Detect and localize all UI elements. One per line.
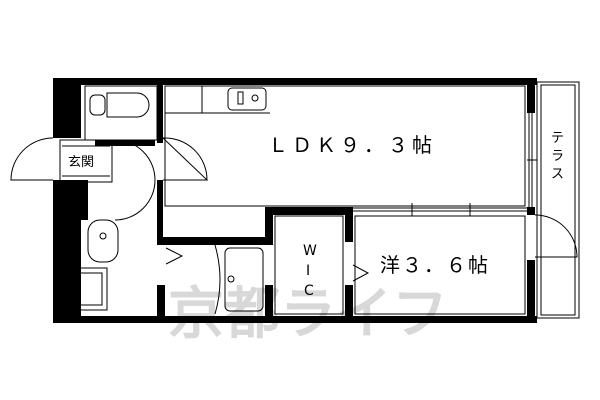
wic-label-i: I [306, 263, 310, 279]
walls [53, 78, 537, 323]
thin-lines [10, 81, 580, 321]
ldk-label: ＬＤＫ９．３帖 [268, 133, 436, 157]
entrance-label: 玄関 [68, 155, 94, 170]
wic-label-w: W [303, 243, 317, 259]
terrace-label-2: ラ [551, 149, 564, 164]
terrace-label-3: ス [551, 167, 564, 182]
western-room-label: 洋３．６帖 [380, 253, 490, 277]
wic-label-c: C [304, 283, 314, 299]
terrace-label-1: テ [551, 131, 564, 146]
